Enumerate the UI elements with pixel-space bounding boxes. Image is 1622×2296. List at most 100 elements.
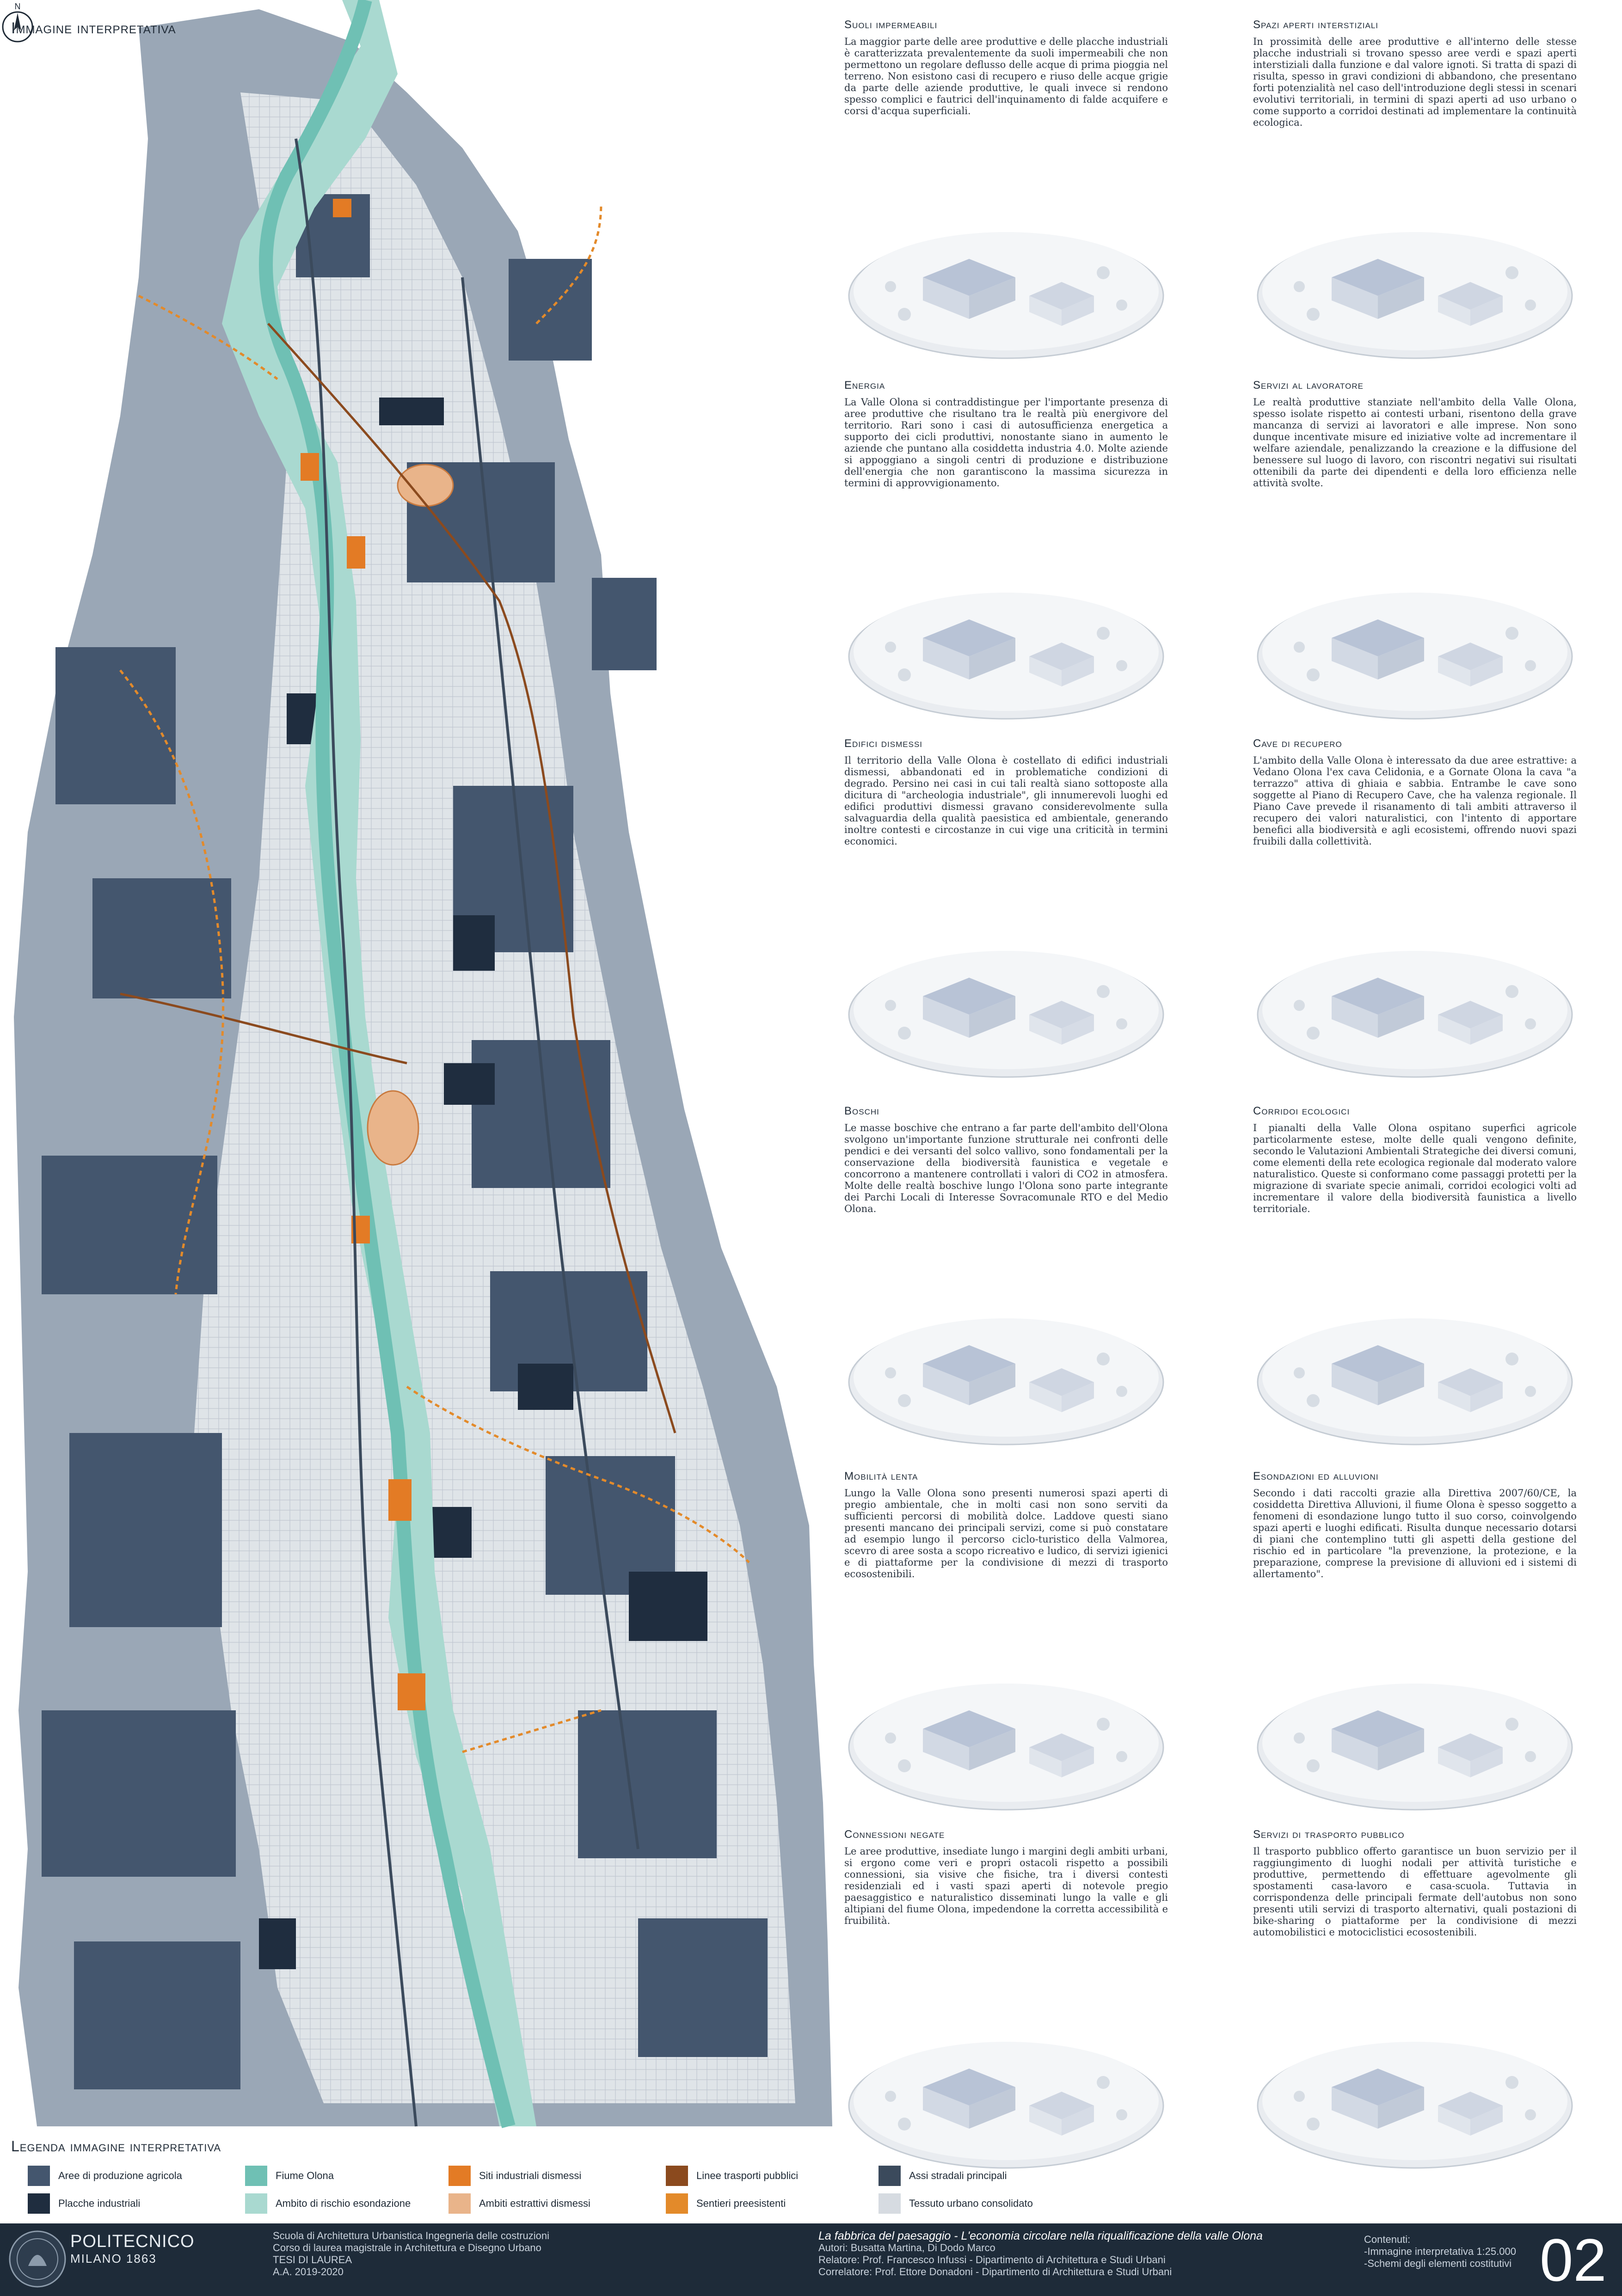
map-drawing [14,0,832,2128]
element-panel: Connessioni negate Le aree produttive, in… [844,1828,1168,2170]
legend-swatch [28,2193,50,2214]
panel-illustration [1257,232,1573,359]
co-supervisor-line: Correlatore: Prof. Ettore Donadoni - Dip… [818,2266,1172,2278]
legend-label: Siti industriali dismessi [479,2170,582,2181]
existing-paths [119,203,750,1753]
element-panel: Servizi al lavoratore Le realtà produttiv… [1253,379,1577,721]
legend-item: Siti industriali dismessi [449,2165,581,2187]
school-line: A.A. 2019-2020 [273,2266,344,2278]
panel-text: Secondo i dati raccolti grazie alla Dire… [1253,1488,1577,1580]
panel-text: I pianalti della Valle Olona ospitano su… [1253,1122,1577,1214]
legend-label: Ambiti estrattivi dismessi [479,2198,590,2209]
legend-item: Fiume Olona [245,2165,334,2187]
legend-swatch [449,2166,471,2186]
authors-line: Autori: Busatta Martina, Di Dodo Marco [818,2242,995,2253]
panel-illustration [848,1684,1164,1811]
panel-illustration [848,593,1164,720]
supervisor-line: Relatore: Prof. Francesco Infussi - Dipa… [818,2254,1166,2265]
legend-item: Assi stradali principali [879,2165,1007,2187]
contents-line: Contenuti: [1364,2234,1411,2245]
legend-item: Sentieri preesistenti [666,2192,786,2215]
legend-label: Tessuto urbano consolidato [909,2198,1033,2209]
panel-title: Edifici dismessi [844,737,923,750]
panel-title: Esondazioni ed alluvioni [1253,1470,1379,1482]
panel-title: Boschi [844,1105,879,1117]
legend-item: Ambiti estrattivi dismessi [449,2192,590,2215]
panel-title: Connessioni negate [844,1828,945,1841]
north-arrow-icon: N [2,2,33,43]
school-info: Scuola di Architettura Urbanistica Ingeg… [273,2230,549,2278]
panel-title: Energia [844,379,885,392]
panel-illustration [1257,1684,1573,1811]
school-line: Corso di laurea magistrale in Architettu… [273,2242,541,2253]
panel-text: Le realtà produttive stanziate nell'ambi… [1253,397,1577,489]
footer: POLITECNICO MILANO 1863 Scuola di Archit… [0,2223,1622,2296]
dismissed-industrial-sites [301,199,425,1710]
legend-label: Fiume Olona [276,2170,334,2181]
panel-illustration [1257,951,1573,1078]
panel-illustration [1257,2042,1573,2169]
panel-illustration [848,2042,1164,2169]
politecnico-seal-icon [9,2230,66,2288]
olona-river [259,0,516,2128]
panel-illustration [848,951,1164,1078]
legend-item: Ambito di rischio esondazione [245,2192,411,2215]
legend-item: Tessuto urbano consolidato [879,2192,1033,2215]
panel-text: La maggior parte delle aree produttive e… [844,36,1168,116]
legend-item: Linee trasporti pubblici [666,2165,798,2187]
legend-swatch [28,2166,50,2186]
university-name-sub: MILANO 1863 [70,2252,157,2265]
map-title: Immagine interpretativa [11,19,176,37]
legend: Legenda immagine interpretativa Aree di … [0,2138,1622,2223]
legend-swatch [449,2193,471,2214]
legend-label: Linee trasporti pubblici [696,2170,799,2181]
panel-title: Suoli impermeabili [844,18,938,31]
legend-swatch [245,2193,267,2214]
legend-label: Sentieri preesistenti [696,2198,786,2209]
thesis-title: La fabbrica del paesaggio - L'economia c… [818,2229,1263,2242]
panel-text: Il territorio della Valle Olona è costel… [844,755,1168,847]
legend-label: Aree di produzione agricola [58,2170,182,2181]
university-name-main: POLITECNICO [70,2232,195,2251]
school-line: TESI DI LAUREA [273,2254,352,2265]
panel-illustration [1257,593,1573,720]
panel-illustration [848,1318,1164,1445]
legend-item: Aree di produzione agricola [28,2165,182,2187]
interpretive-map: Immagine interpretativa N [0,0,837,2138]
thesis-info: La fabbrica del paesaggio - L'economia c… [818,2230,1263,2278]
legend-label: Ambito di rischio esondazione [276,2198,411,2209]
panel-title: Servizi al lavoratore [1253,379,1364,392]
panel-title: Spazi aperti interstiziali [1253,18,1379,31]
panel-text: Le aree produttive, insediate lungo i ma… [844,1846,1168,1926]
legend-swatch [245,2166,267,2186]
panel-text: Lungo la Valle Olona sono presenti numer… [844,1488,1168,1580]
element-panel: Edifici dismessi Il territorio della Vall… [844,737,1168,1079]
element-panel: Suoli impermeabili La maggior parte delle… [844,18,1168,361]
legend-label: Assi stradali principali [909,2170,1007,2181]
school-line: Scuola di Architettura Urbanistica Ingeg… [273,2230,549,2241]
contents-line: -Immagine interpretativa 1:25.000 [1364,2246,1516,2257]
main-roads [295,138,639,2127]
public-transport-lines [120,323,676,1433]
panel-text: L'ambito della Valle Olona è interessato… [1253,755,1577,847]
contents-info: Contenuti: -Immagine interpretativa 1:25… [1364,2234,1516,2270]
university-name: POLITECNICO MILANO 1863 [70,2232,195,2266]
panel-illustration [1257,1318,1573,1445]
legend-swatch [879,2166,901,2186]
panel-title: Servizi di trasporto pubblico [1253,1828,1405,1841]
panel-text: Le masse boschive che entrano a far part… [844,1122,1168,1214]
legend-swatch [666,2166,688,2186]
element-panel: Boschi Le masse boschive che entrano a fa… [844,1105,1168,1447]
legend-item: Placche industriali [28,2192,140,2215]
agricultural-areas [42,194,768,2089]
page-number: 02 [1540,2226,1607,2294]
panel-title: Corridoi ecologici [1253,1105,1350,1117]
panel-illustration [848,232,1164,359]
legend-label: Placche industriali [58,2198,141,2209]
